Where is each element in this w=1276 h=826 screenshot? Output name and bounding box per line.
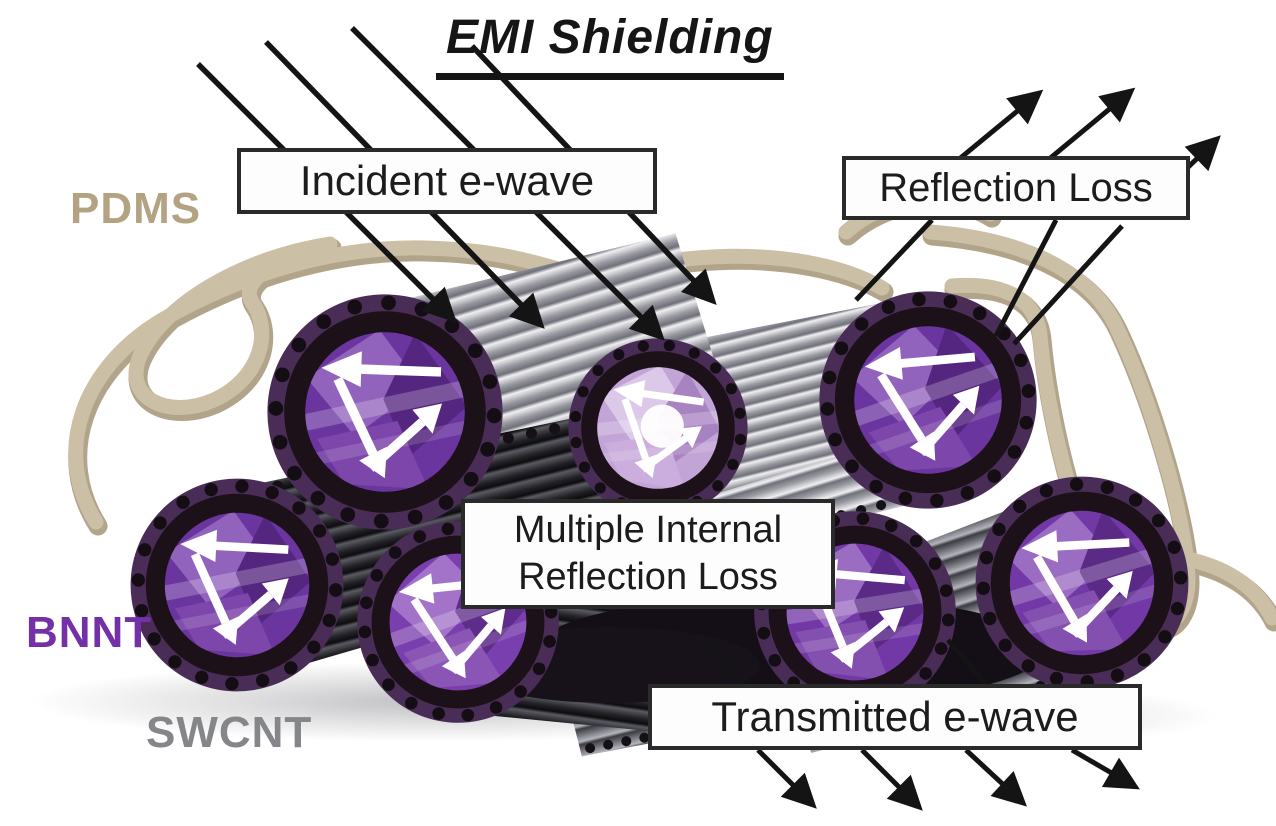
- reflection-arrow-icon: [1046, 87, 1136, 162]
- multiple-internal-reflection-label-box: Multiple Internal Reflection Loss: [461, 499, 835, 609]
- transmitted-ewave-label-box: Transmitted e-wave: [648, 684, 1142, 750]
- incident-ewave-label-box: Incident e-wave: [237, 148, 657, 214]
- reflection-connector-line: [993, 218, 1059, 338]
- transmitted-arrow-icon: [1070, 747, 1140, 790]
- transmitted-ewave-arrows: [704, 638, 1140, 811]
- pdms-material-label: PDMS: [70, 184, 202, 233]
- swcnt-material-label: SWCNT: [146, 708, 313, 757]
- transmitted-connector-line: [946, 638, 988, 686]
- transmitted-arrow-icon: [964, 748, 1027, 807]
- reflection-arrow-icon: [956, 89, 1044, 162]
- internal-label-line-1: Multiple Internal: [513, 508, 783, 551]
- reflection-connector-line: [854, 218, 934, 302]
- transmitted-connector-line: [704, 644, 744, 686]
- reflection-loss-arrows: [854, 87, 1221, 346]
- internal-label-line-2: Reflection Loss: [518, 556, 778, 598]
- reflection-loss-label-box: Reflection Loss: [842, 156, 1190, 220]
- transmitted-arrow-icon: [756, 748, 817, 809]
- reflection-connector-line: [1012, 224, 1124, 346]
- bnnt-material-label: BNNT: [26, 608, 153, 657]
- figure-title: EMI Shielding: [436, 10, 784, 80]
- transmitted-arrow-icon: [860, 748, 923, 811]
